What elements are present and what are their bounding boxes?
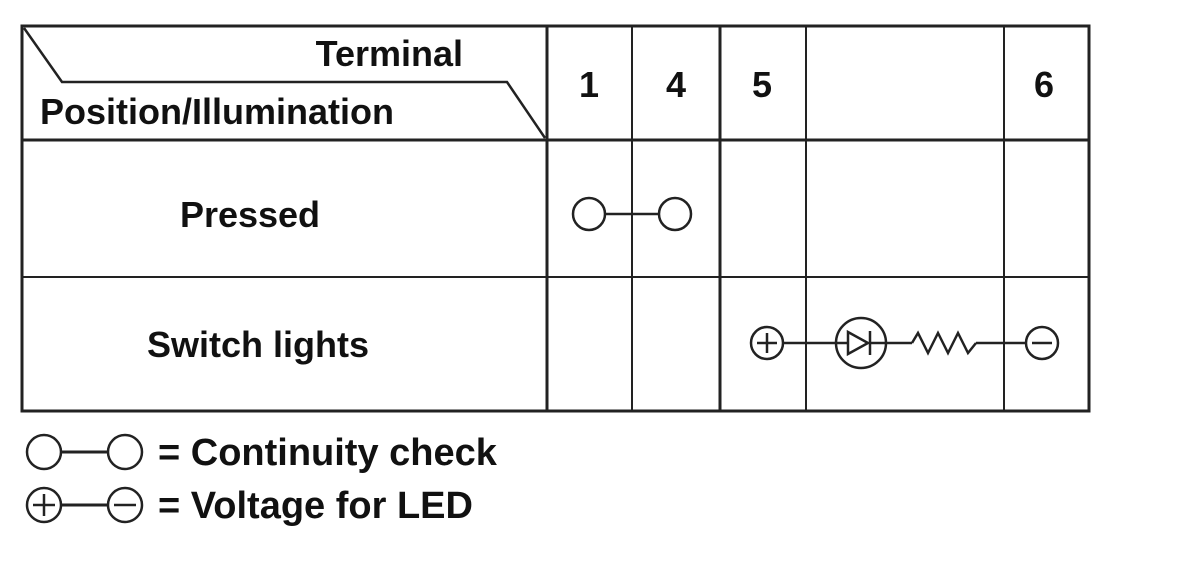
legend: = Continuity check = Voltage for LED (25, 432, 498, 527)
resistor-icon (910, 330, 977, 356)
minus-terminal-icon (1024, 325, 1060, 361)
row-label-switch-lights: Switch lights (147, 324, 369, 365)
legend-continuity-text: = Continuity check (158, 432, 498, 474)
terminal-4-circle (657, 196, 693, 232)
terminal-header-6: 6 (1034, 64, 1054, 105)
corner-divider (22, 27, 547, 139)
table-border (20, 24, 1091, 413)
terminal-header-4: 4 (666, 64, 686, 105)
terminal-1-circle (571, 196, 607, 232)
terminal-header-1: 1 (579, 64, 599, 105)
legend-voltage-text: = Voltage for LED (158, 485, 473, 527)
diode-triangle (846, 329, 871, 357)
row-label-pressed: Pressed (180, 194, 320, 235)
legend-continuity-icon (25, 433, 144, 471)
led-circuit-symbol (749, 316, 1060, 370)
continuity-symbol-1-4 (571, 196, 693, 232)
legend-voltage-icon (25, 486, 144, 524)
corner-position-label: Position/Illumination (40, 91, 394, 132)
terminal-table (20, 24, 1091, 413)
corner-terminal-label: Terminal (316, 33, 463, 74)
terminal-header-5: 5 (752, 64, 772, 105)
